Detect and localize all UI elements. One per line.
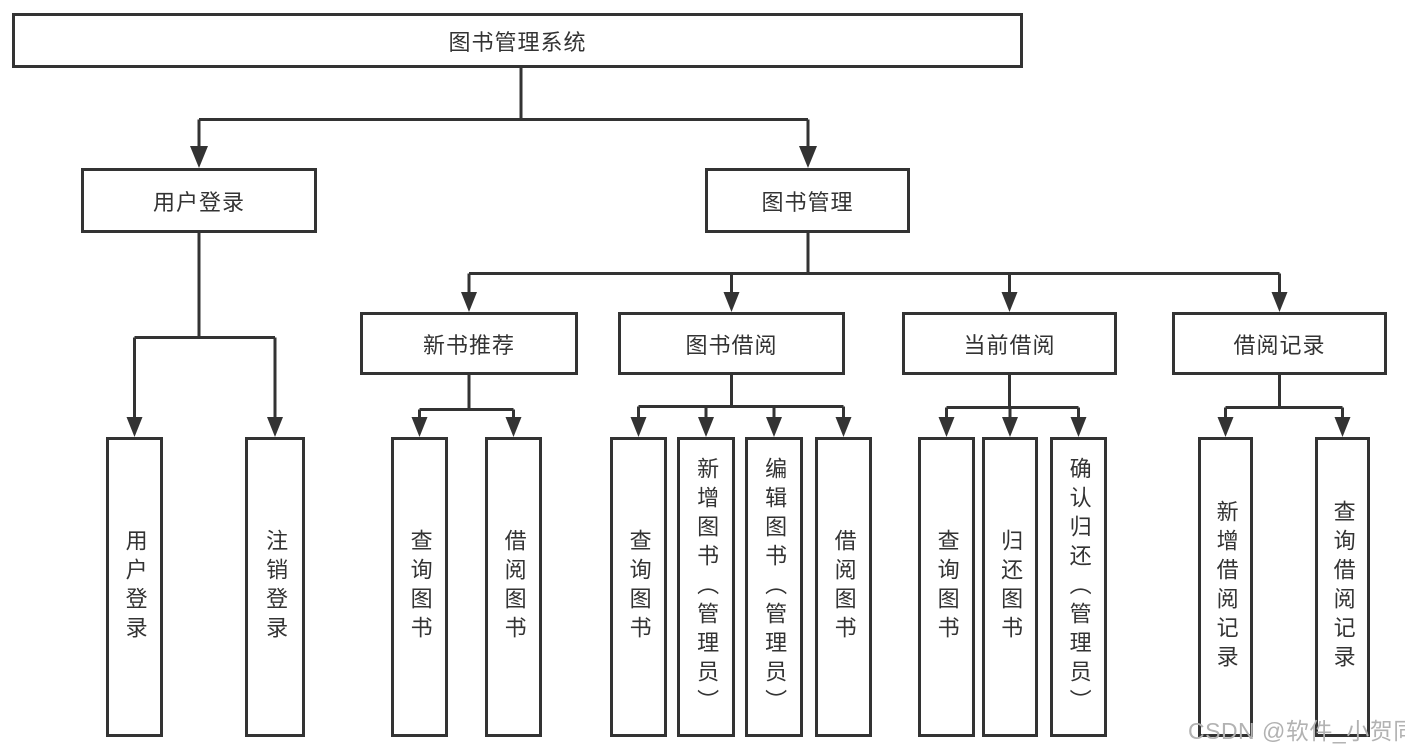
leaf-borrow-books-recommend: 借阅图书 xyxy=(485,437,542,737)
leaf-return-books: 归还图书 xyxy=(982,437,1038,737)
leaf-user-login: 用户登录 xyxy=(106,437,163,737)
leaf-query-books-current: 查询图书 xyxy=(918,437,975,737)
node-label: 查询图书 xyxy=(407,529,433,645)
node-library-system: 图书管理系统 xyxy=(12,13,1023,68)
node-user-login: 用户登录 xyxy=(81,168,317,233)
leaf-borrow-books: 借阅图书 xyxy=(815,437,872,737)
node-current-borrow: 当前借阅 xyxy=(902,312,1117,375)
node-label: 编辑图书（管理员） xyxy=(762,456,788,718)
leaf-query-borrow-record: 查询借阅记录 xyxy=(1315,437,1370,737)
leaf-edit-books-admin: 编辑图书（管理员） xyxy=(745,437,803,737)
node-label: 查询借阅记录 xyxy=(1330,500,1356,674)
leaf-add-books-admin: 新增图书（管理员） xyxy=(677,437,735,737)
leaf-confirm-return-admin: 确认归还（管理员） xyxy=(1050,437,1107,737)
node-label: 查询图书 xyxy=(934,529,960,645)
leaf-add-borrow-record: 新增借阅记录 xyxy=(1198,437,1253,737)
node-new-book-recommend: 新书推荐 xyxy=(360,312,578,375)
node-label: 查询图书 xyxy=(626,529,652,645)
node-label: 归还图书 xyxy=(998,529,1024,645)
node-label: 新增借阅记录 xyxy=(1213,500,1239,674)
node-label: 用户登录 xyxy=(122,529,148,645)
node-book-borrow: 图书借阅 xyxy=(618,312,845,375)
node-label: 确认归还（管理员） xyxy=(1066,456,1092,718)
leaf-query-books-recommend: 查询图书 xyxy=(391,437,448,737)
node-label: 借阅图书 xyxy=(831,529,857,645)
node-label: 借阅记录 xyxy=(1233,332,1326,358)
leaf-query-books-borrow: 查询图书 xyxy=(610,437,667,737)
node-label: 新增图书（管理员） xyxy=(694,456,720,718)
node-label: 图书管理 xyxy=(761,189,854,215)
node-label: 图书管理系统 xyxy=(448,29,587,55)
leaf-logout: 注销登录 xyxy=(245,437,305,737)
node-label: 借阅图书 xyxy=(501,529,527,645)
node-label: 新书推荐 xyxy=(422,332,515,358)
node-label: 图书借阅 xyxy=(685,332,778,358)
node-label: 注销登录 xyxy=(263,529,289,645)
csdn-watermark: CSDN @软件_小贺同学 xyxy=(1188,718,1405,744)
node-book-management: 图书管理 xyxy=(705,168,910,233)
node-label: 用户登录 xyxy=(152,189,245,215)
node-label: 当前借阅 xyxy=(963,332,1056,358)
node-borrow-records: 借阅记录 xyxy=(1172,312,1387,375)
